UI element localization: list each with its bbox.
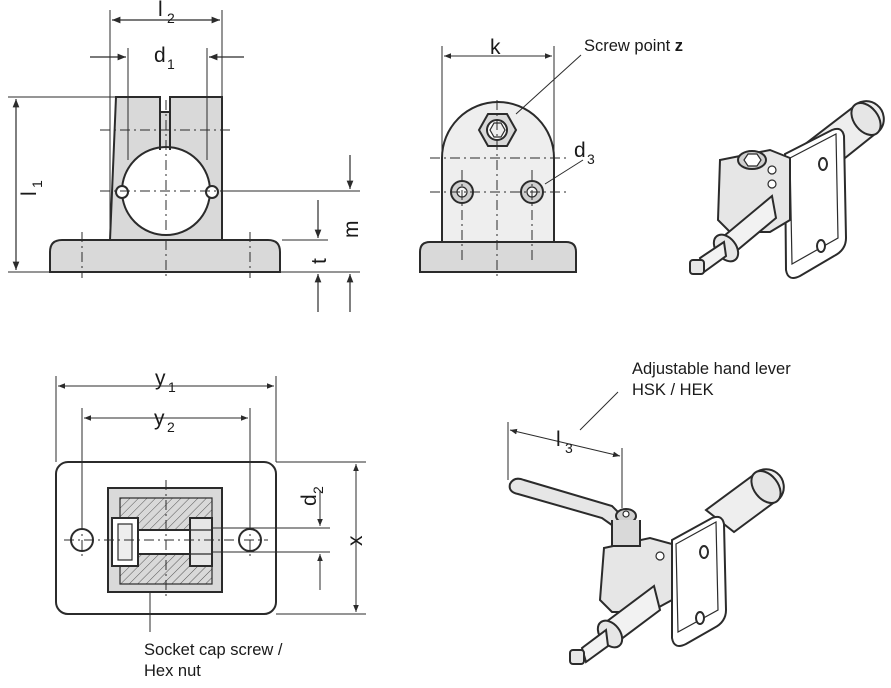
dim-d1: d [154,44,166,67]
dim-d3: d [574,139,586,162]
dim-d3-sub: 3 [587,151,595,167]
dim-y1-sub: 1 [168,379,176,395]
dim-y1: y [155,367,166,390]
dim-d1-sub: 1 [167,56,175,72]
dim-l2: l [158,0,163,21]
front-view-labels: l 2 d 1 l 1 m t [18,0,363,264]
dim-t: t [308,258,331,264]
dim-l3: l [556,428,561,451]
isometric-view-clamp [689,100,885,279]
dim-l1-sub: 1 [29,180,45,188]
dim-d2-sub: 2 [310,486,326,494]
socket-cap-label-line2: Hex nut [144,662,201,680]
dim-x: x [344,535,367,546]
dim-l3-sub: 3 [565,440,573,456]
top-view [55,376,366,632]
dim-d2: d [298,494,321,506]
dim-m: m [340,221,363,239]
side-view-labels: k Screw point z d 3 [490,36,683,167]
front-view [8,10,360,312]
isometric-view-with-lever [507,391,785,665]
socket-cap-label-line1: Socket cap screw / [144,641,283,659]
dim-l2-sub: 2 [167,10,175,26]
dim-y2-sub: 2 [167,419,175,435]
dim-y2: y [154,407,165,430]
top-view-labels: y 1 y 2 d 2 x Socket cap screw / Hex nut [144,367,367,680]
hand-lever-label-line1: Adjustable hand lever [632,360,791,378]
dim-l1: l [18,191,41,196]
iso-lever-labels: Adjustable hand lever HSK / HEK l 3 [556,360,791,456]
dim-k: k [490,36,501,59]
side-view [419,46,584,278]
screw-point-label: Screw point z [584,37,683,55]
hand-lever-label-line2: HSK / HEK [632,381,714,399]
